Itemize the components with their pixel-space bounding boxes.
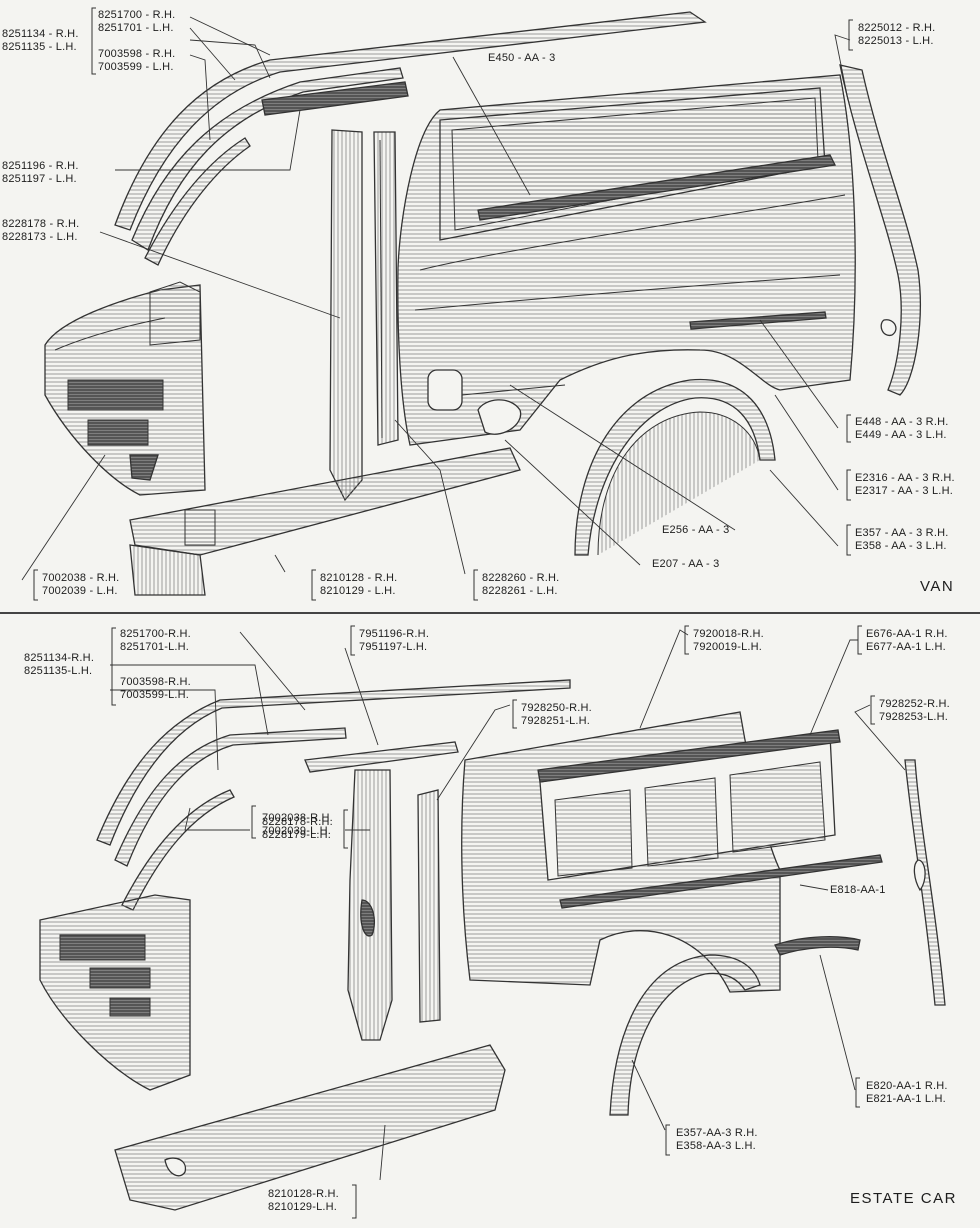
estate-label-roof-rail-outer: 8251134-R.H.8251135-L.H. [24, 652, 95, 677]
van-label-cant-rail: 7003598 - R.H.7003599 - L.H. [98, 48, 176, 73]
van-roof-rail [114, 11, 707, 231]
van-sill [129, 447, 521, 556]
estate-label-b-post: 8228178-R.H.8228179-L.H. [262, 816, 333, 841]
section-divider [0, 612, 980, 614]
estate-top-rail [537, 729, 841, 783]
van-roof-strip [261, 81, 409, 116]
van-label-sill: 8210128 - R.H.8210129 - L.H. [320, 572, 398, 597]
van-label-fuel-flap: E207 - AA - 3 [652, 558, 720, 570]
estate-rear-header [304, 741, 459, 773]
van-drip [144, 137, 251, 266]
van-label-lower-strip: E2316 - AA - 3 R.H.E2317 - AA - 3 L.H. [855, 472, 955, 497]
van-leaders [21, 16, 851, 581]
estate-wheel-arch [609, 954, 761, 1116]
estate-lower-rail [559, 854, 883, 909]
van-wheel-arch [574, 378, 776, 556]
van-centre-post [373, 131, 399, 446]
estate-label-rear-post: 7928252-R.H.7928253-L.H. [879, 698, 950, 723]
estate-label-arch-strip: E820-AA-1 R.H.E821-AA-1 L.H. [866, 1080, 948, 1105]
van-label-roof-strip: E450 - AA - 3 [488, 52, 556, 64]
estate-sill [114, 1044, 506, 1211]
estate-leaders [110, 629, 906, 1181]
estate-rear-post [904, 759, 946, 1006]
estate-roof-rail [96, 679, 571, 846]
estate-cant-rail [114, 727, 347, 867]
van-b-post [329, 129, 363, 502]
van-label-front-pillar: 7002038 - R.H.7002039 - L.H. [42, 572, 120, 597]
van-label-b-post: 8228178 - R.H.8228173 - L.H. [2, 218, 80, 243]
van-roof-bar [477, 154, 836, 221]
van-title: VAN [920, 578, 955, 595]
van-label-roof-rail: 8251700 - R.H.8251701 - L.H. [98, 9, 176, 34]
estate-label-front-pillar-final: 7002038-R.H.7002039-L.H. [262, 812, 333, 837]
estate-label-wheel-arch: E357-AA-3 R.H.E358-AA-3 L.H. [676, 1127, 758, 1152]
estate-title: ESTATE CAR [850, 1190, 957, 1207]
estate-front-pillar [39, 894, 191, 1091]
van-label-drip: 8251196 - R.H.8251197 - L.H. [2, 160, 79, 185]
estate-label-lower-rail: E818-AA-1 [830, 884, 886, 896]
estate-arch-strip [774, 936, 861, 956]
estate-label-roof-rail: 8251700-R.H.8251701-L.H. [120, 628, 191, 653]
van-label-waist-strip: E448 - AA - 3 R.H.E449 - AA - 3 L.H. [855, 416, 949, 441]
estate-label-c-post: 7928250-R.H.7928251-L.H. [521, 702, 592, 727]
estate-c-post [417, 789, 441, 1023]
van-waist-strip [689, 311, 827, 330]
estate-label-cant-rail: 7003598-R.H.7003599-L.H. [120, 676, 191, 701]
van-label-roof-rail-outer: 8251134 - R.H.8251135 - L.H. [2, 28, 79, 53]
estate-label-rear-header: 7951196-R.H.7951197-L.H. [359, 628, 430, 653]
van-label-rear-corner: 8225012 - R.H.8225013 - L.H. [858, 22, 936, 47]
estate-diagram [39, 679, 946, 1211]
van-label-wheel-arch: E357 - AA - 3 R.H.E358 - AA - 3 L.H. [855, 527, 949, 552]
estate-label-sill: 8210128-R.H.8210129-L.H. [268, 1188, 339, 1213]
estate-label-top-rail: E676-AA-1 R.H.E677-AA-1 L.H. [866, 628, 948, 653]
van-label-centre-post: 8228260 - R.H.8228261 - L.H. [482, 572, 560, 597]
van-diagram [44, 11, 921, 596]
van-label-fuel-pipe: E256 - AA - 3 [662, 524, 730, 536]
estate-label-side-panel: 7920018-R.H.7920019-L.H. [693, 628, 764, 653]
van-fuel-flap [477, 399, 522, 435]
